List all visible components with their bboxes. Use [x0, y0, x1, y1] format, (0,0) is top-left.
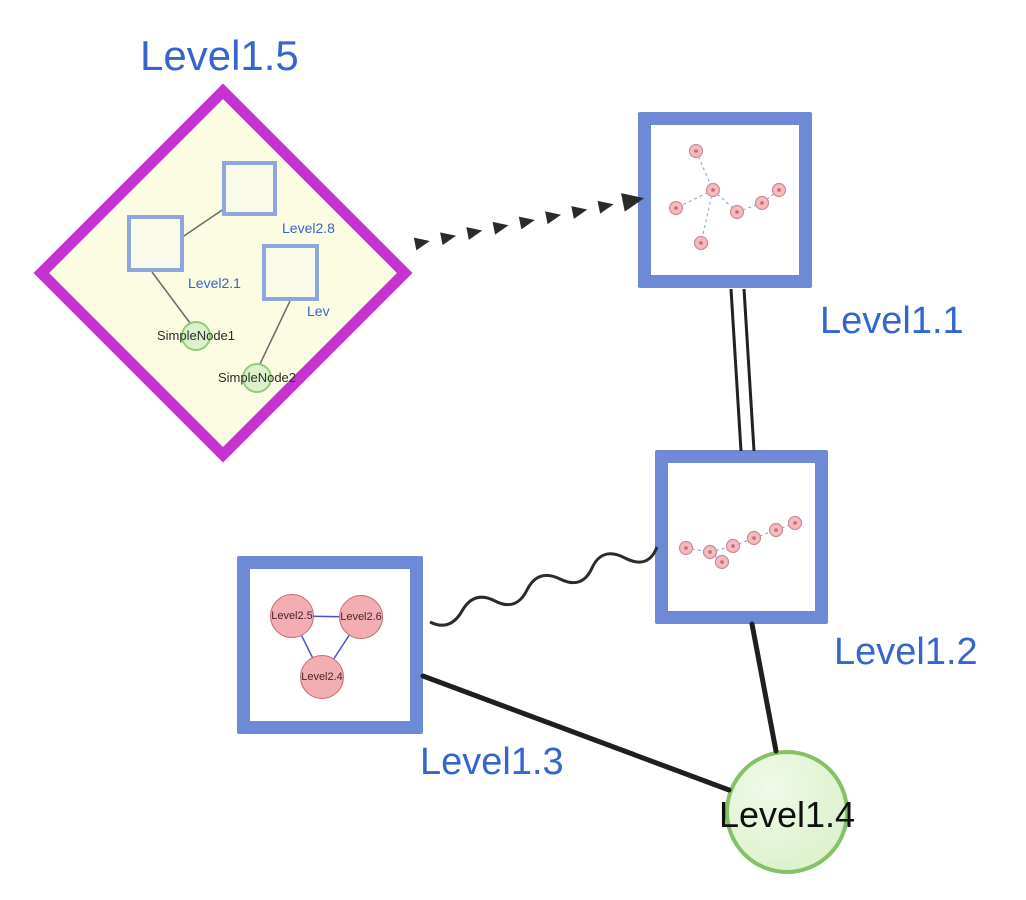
level28-node[interactable]	[222, 161, 277, 216]
level21-node[interactable]	[127, 215, 184, 272]
mini-graph-node-dot	[793, 521, 797, 525]
level11-group-node[interactable]	[638, 112, 812, 288]
level12-inner-graph	[678, 515, 803, 570]
level12-group-node[interactable]	[655, 450, 828, 624]
simplenode1-node[interactable]	[181, 321, 211, 351]
level28-label: Level2.8	[282, 220, 335, 236]
level13-label: Level1.3	[420, 741, 564, 783]
level11-inner-graph	[668, 143, 787, 251]
simplenode1-label: SimpleNode1	[156, 328, 236, 343]
level25-label: Level2.5	[271, 610, 313, 622]
level24-label: Level2.4	[301, 671, 343, 683]
level26-label: Level2.6	[340, 611, 382, 623]
level15-label: Level1.5	[140, 32, 299, 79]
mini-graph-node-dot	[735, 210, 739, 214]
level26-node[interactable]: Level2.6	[339, 595, 383, 639]
level14-label: Level1.4	[718, 794, 856, 835]
lev-node[interactable]	[262, 244, 319, 301]
mini-graph-node-dot	[699, 241, 703, 245]
level21-label: Level2.1	[188, 275, 241, 291]
mini-graph-node-dot	[760, 201, 764, 205]
level14-node[interactable]	[725, 750, 849, 874]
mini-graph-edge	[700, 189, 714, 244]
edge-level15-level11[interactable]	[413, 193, 645, 251]
mini-graph-edge	[736, 202, 763, 213]
level24-node[interactable]: Level2.4	[300, 655, 344, 699]
edge-level13-level14[interactable]	[420, 673, 732, 793]
level12-label: Level1.2	[834, 631, 978, 673]
simplenode2-node[interactable]	[242, 363, 272, 393]
mini-graph-node-dot	[711, 188, 715, 192]
mini-graph-node-dot	[694, 149, 698, 153]
mini-graph-node-dot	[752, 536, 756, 540]
edge-level13-level12[interactable]	[429, 546, 659, 627]
level25-node[interactable]: Level2.5	[270, 594, 314, 638]
level11-label: Level1.1	[820, 300, 964, 342]
mini-graph-node-dot	[684, 546, 688, 550]
mini-graph-node-dot	[774, 528, 778, 532]
mini-graph-node-dot	[674, 206, 678, 210]
mini-graph-node-dot	[708, 550, 712, 554]
mini-graph-node-dot	[731, 544, 735, 548]
mini-graph-node-dot	[777, 188, 781, 192]
level13-group-node[interactable]	[237, 556, 423, 734]
lev-label: Lev	[307, 303, 330, 319]
edge-level11-level12[interactable]	[729, 288, 756, 452]
mini-graph-node-dot	[720, 560, 724, 564]
simplenode2-label: SimpleNode2	[217, 370, 297, 385]
edge-level12-level14[interactable]	[749, 621, 779, 754]
